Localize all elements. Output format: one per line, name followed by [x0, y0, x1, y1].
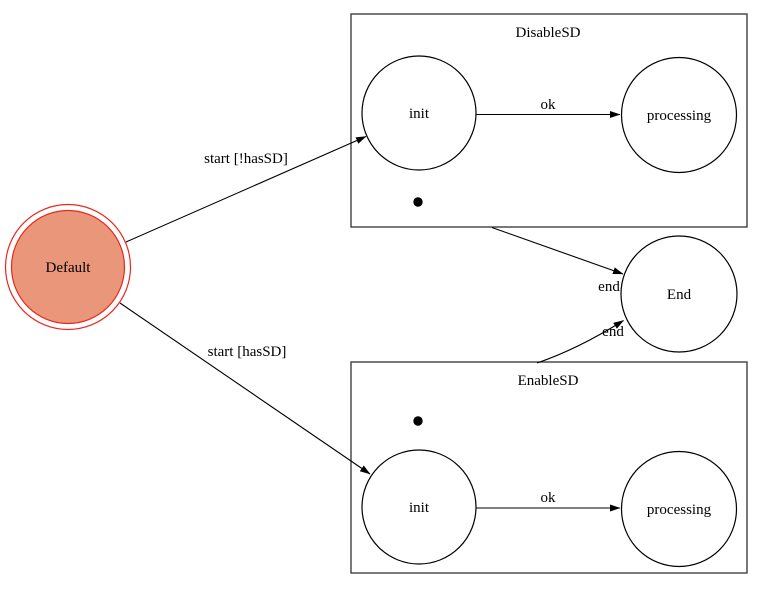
transition-disablesd-end-line	[491, 226, 624, 275]
transition-start-hassd-line	[119, 302, 371, 475]
state-enablesd-processing: processing	[620, 450, 738, 568]
state-enablesd-processing-label: processing	[647, 502, 712, 518]
cluster-disablesd-border	[350, 13, 748, 228]
cluster-enablesd-border	[350, 361, 748, 574]
transition-start-hassd: start [hasSD]	[119, 302, 371, 475]
transition-disablesd-ok: ok	[476, 97, 621, 118]
state-end: End	[620, 235, 738, 353]
state-disablesd-processing-label: processing	[647, 108, 712, 124]
transition-enablesd-end-label: end	[602, 324, 624, 340]
state-default-inner-circle	[10, 209, 126, 325]
cluster-enablesd-title: EnableSD	[518, 373, 579, 389]
transition-enablesd-end-line	[536, 320, 624, 364]
transition-enablesd-end: end	[536, 320, 624, 364]
state-disablesd-processing: processing	[620, 56, 738, 174]
cluster-disablesd-title: DisableSD	[516, 25, 581, 41]
transition-disablesd-end-label: end	[598, 279, 620, 295]
transition-enablesd-ok: ok	[476, 490, 621, 512]
state-disablesd-processing-circle	[620, 56, 738, 174]
transition-start-not-hassd: start [!hasSD]	[125, 135, 367, 243]
state-default-label: Default	[46, 260, 92, 276]
transition-start-not-hassd-label: start [!hasSD]	[204, 151, 288, 167]
state-disablesd-init-label: init	[409, 106, 430, 122]
transition-start-hassd-label: start [hasSD]	[208, 344, 287, 360]
transition-start-not-hassd-line	[125, 135, 367, 243]
enablesd-initial-state-dot	[413, 416, 423, 426]
state-enablesd-init: init	[361, 449, 477, 565]
state-enablesd-processing-circle	[620, 450, 738, 568]
cluster-disablesd: DisableSD	[350, 13, 748, 228]
state-disablesd-init: init	[361, 55, 477, 171]
transition-disablesd-ok-label: ok	[541, 97, 557, 113]
transition-disablesd-end: end	[491, 226, 624, 295]
state-default: Default	[4, 203, 132, 331]
transition-enablesd-ok-label: ok	[541, 490, 557, 506]
disablesd-initial-state-dot	[413, 197, 423, 207]
state-enablesd-init-circle	[361, 449, 477, 565]
state-end-circle	[620, 235, 738, 353]
state-disablesd-init-circle	[361, 55, 477, 171]
cluster-enablesd: EnableSD	[350, 361, 748, 574]
state-end-label: End	[667, 287, 692, 303]
state-enablesd-init-label: init	[409, 500, 430, 516]
